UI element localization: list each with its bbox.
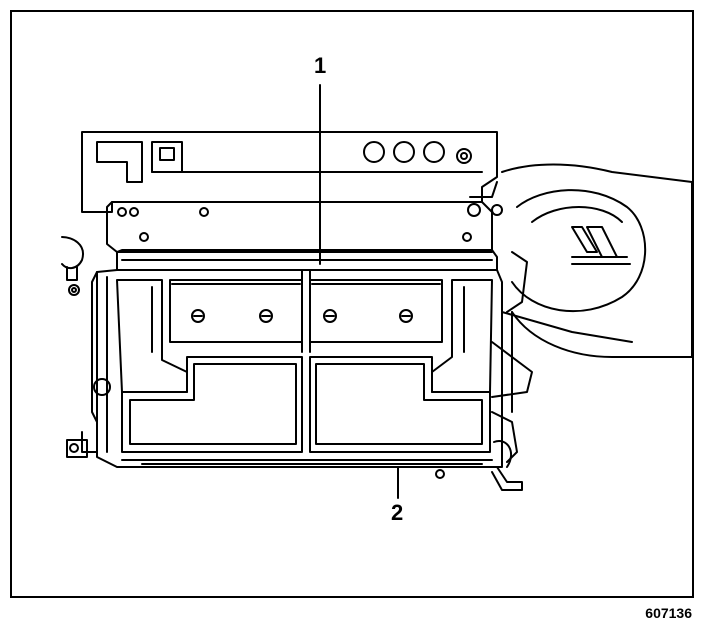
- callout-1-label: 1: [314, 53, 327, 78]
- hvac-module-illustration: [61, 84, 692, 499]
- blower-housing: [467, 163, 692, 398]
- mounting-plate: [61, 201, 493, 296]
- lower-filter-panels: [121, 356, 493, 479]
- upper-filter-panels: [169, 269, 443, 353]
- upper-housing: [81, 131, 498, 213]
- figure-number: 607136: [645, 605, 692, 621]
- callout-2-label: 2: [391, 500, 404, 525]
- diagram-frame: 1 2: [10, 10, 694, 598]
- side-fittings: [66, 251, 528, 491]
